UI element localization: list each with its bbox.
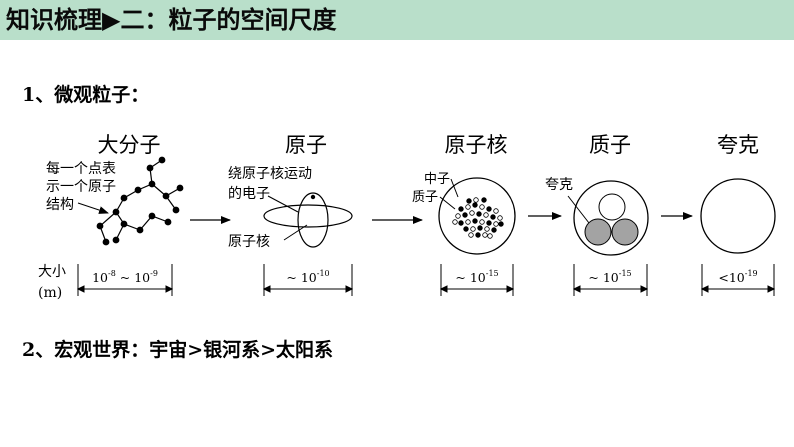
- molecule-note-line-3: 结构: [46, 197, 74, 213]
- scale-bracket-proton: [572, 264, 649, 296]
- neutron-dot: [465, 219, 471, 225]
- particle-scale-diagram: 大分子 原子 原子核 质子 夸克 每一个点表 示一个原子 结构 绕原子核运动 的…: [38, 133, 776, 301]
- neutron-dot: [452, 219, 458, 225]
- neutron-dot: [468, 232, 474, 238]
- molecule-note-line-2: 示一个原子: [46, 179, 116, 195]
- scale-bracket-atom: [262, 264, 354, 296]
- proton-dot: [477, 225, 483, 231]
- proton-dot: [472, 202, 478, 208]
- scale-bracket-quark: [700, 264, 776, 296]
- molecule-note: 每一个点表 示一个原子 结构: [46, 161, 116, 213]
- proton-dot: [491, 227, 497, 233]
- neutron-dot: [484, 226, 490, 232]
- proton-dot: [458, 220, 464, 226]
- nucleus-pointer: [283, 224, 308, 241]
- neutron-dot: [487, 233, 493, 239]
- header-banner: 知识梳理▶二：粒子的空间尺度: [0, 0, 794, 40]
- atom-title: 原子: [285, 133, 327, 157]
- macro-world-heading: 2、宏观世界：宇宙>银河系>太阳系: [22, 339, 334, 361]
- proton-dot: [476, 211, 482, 217]
- scale-bracket-molecule: [76, 264, 174, 296]
- scale-bracket-nucleus: [439, 264, 515, 296]
- proton-dot: [486, 220, 492, 226]
- neutron-dot: [482, 232, 488, 238]
- neutron-dot: [479, 204, 485, 210]
- molecule-note-pointer: [77, 202, 109, 214]
- neutron-dot: [465, 204, 471, 210]
- atom-cloud: [297, 192, 329, 248]
- electron-dot: [310, 194, 316, 200]
- proton-dot: [486, 206, 492, 212]
- scale-proton: ~ 10-15: [588, 269, 631, 285]
- proton-dot: [472, 218, 478, 224]
- nucleus-title: 原子核: [445, 133, 508, 157]
- neutron-label: 中子: [424, 172, 450, 187]
- neutron-dot: [470, 226, 476, 232]
- scale-nucleus: ~ 10-15: [455, 269, 498, 285]
- proton-dot: [475, 232, 481, 238]
- quark-label: 夸克: [545, 177, 573, 193]
- electron-pointer: [267, 195, 299, 213]
- proton-dot: [490, 214, 496, 220]
- micro-particles-heading: 1、微观粒子：: [22, 84, 150, 106]
- neutron-dot: [455, 213, 461, 219]
- proton-dot: [466, 198, 472, 204]
- size-label-line-1: 大小: [38, 264, 66, 280]
- molecule-note-line-1: 每一个点表: [46, 161, 116, 177]
- proton-dot: [498, 221, 504, 227]
- proton-circle: [573, 180, 649, 256]
- electron-orbit: [263, 204, 353, 228]
- neutron-dot: [493, 221, 499, 227]
- neutron-dot: [479, 219, 485, 225]
- nucleon-cluster: [452, 197, 504, 239]
- scale-molecule: 10-8 ~ 10-9: [92, 269, 158, 285]
- proton-label: 质子: [412, 190, 438, 205]
- quark-title: 夸克: [717, 133, 759, 157]
- electron-label-line-2: 的电子: [228, 186, 270, 202]
- nucleus-label: 原子核: [228, 234, 270, 250]
- neutron-dot: [469, 210, 475, 216]
- neutron-dot: [483, 212, 489, 218]
- quark-left: [584, 218, 612, 246]
- proton-dot: [463, 226, 469, 232]
- quark-top: [598, 193, 626, 221]
- proton-dot: [481, 197, 487, 203]
- nucleus-circle: [438, 177, 516, 255]
- quark-right: [611, 218, 639, 246]
- proton-dot: [458, 206, 464, 212]
- proton-dot: [462, 212, 468, 218]
- quark-pointer: [567, 195, 590, 224]
- proton-title: 质子: [589, 133, 631, 157]
- neutron-pointer: [450, 178, 459, 198]
- scale-atom: ~ 10-10: [286, 269, 329, 285]
- molecule-title: 大分子: [98, 133, 161, 157]
- size-label-line-2: (m): [38, 285, 62, 301]
- molecule-structure: [96, 156, 184, 246]
- electron-label-line-1: 绕原子核运动: [228, 166, 312, 182]
- quark-circle: [700, 178, 776, 254]
- page-title: 知识梳理▶二：粒子的空间尺度: [6, 6, 337, 34]
- neutron-dot: [493, 208, 499, 214]
- neutron-dot: [473, 197, 479, 203]
- neutron-dot: [497, 215, 503, 221]
- proton-pointer: [439, 196, 456, 210]
- scale-quark: <10-19: [718, 269, 757, 285]
